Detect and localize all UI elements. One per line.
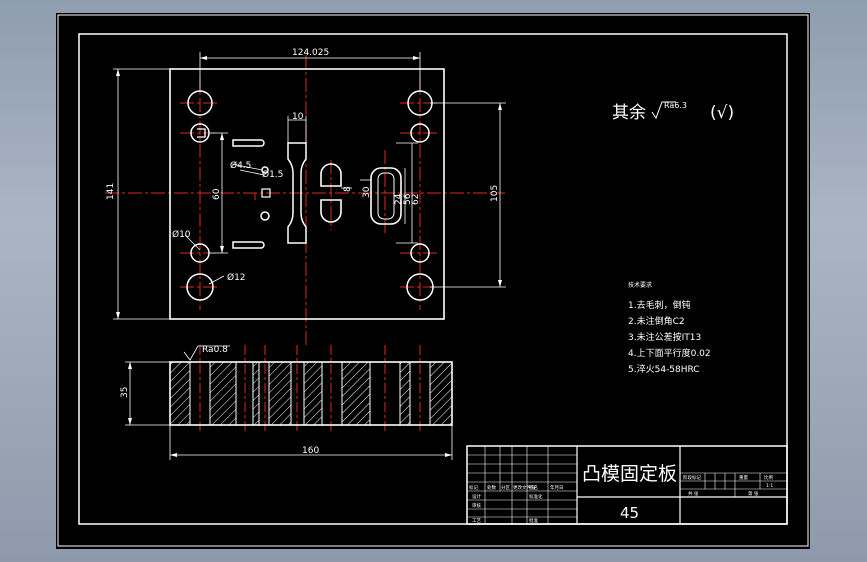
dim-hole-small: Ø4.5 <box>230 160 251 171</box>
punch-rounded-rect <box>370 167 402 225</box>
dim-slot-a: 8 <box>343 186 353 192</box>
svg-text:签名: 签名 <box>529 484 538 491</box>
hole-small-center <box>260 211 270 221</box>
svg-text:批准: 批准 <box>529 517 538 524</box>
svg-text:Ra6.3: Ra6.3 <box>664 101 687 110</box>
material-label: 45 <box>620 504 639 522</box>
svg-text:共 张: 共 张 <box>688 490 699 497</box>
svg-text:标记: 标记 <box>469 484 478 491</box>
dim-hole-small-2: Ø1.5 <box>262 169 283 180</box>
svg-text:工艺: 工艺 <box>472 518 481 524</box>
dim-height-left: 141 <box>106 183 116 200</box>
svg-text:技术要求: 技术要求 <box>628 281 652 289</box>
slot-upper-left <box>232 139 265 147</box>
hole-right-upper-mid <box>410 123 430 143</box>
svg-text:其余: 其余 <box>612 103 646 123</box>
tech-requirement-2: 2.未注倒角C2 <box>628 315 685 327</box>
drawing-title: 凸模固定板 <box>582 463 677 485</box>
dim-slot-e: 62 <box>411 194 421 205</box>
dim-slot-width: 10 <box>292 112 304 122</box>
svg-text:1:1: 1:1 <box>766 483 773 489</box>
svg-text:标准化: 标准化 <box>529 493 543 500</box>
tech-requirement-4: 4.上下面平行度0.02 <box>628 347 711 359</box>
top-view <box>105 55 505 345</box>
dim-section-thickness: 35 <box>120 387 130 398</box>
surface-roughness-note: 其余 Ra6.3 (√) <box>612 101 734 123</box>
dim-slot-d: 56 <box>403 193 413 205</box>
svg-text:分区: 分区 <box>501 484 510 491</box>
svg-text:第 张: 第 张 <box>748 490 759 497</box>
svg-text:审核: 审核 <box>472 502 481 509</box>
svg-text:年月日: 年月日 <box>550 484 564 491</box>
svg-text:更改文件号: 更改文件号 <box>513 484 536 491</box>
svg-text:重量: 重量 <box>739 474 748 481</box>
dim-section-length: 160 <box>302 446 319 456</box>
dim-width-top: 124.025 <box>292 48 329 58</box>
drawing-background <box>56 13 810 549</box>
outer-frame <box>57 14 809 547</box>
dimensions-top-view <box>113 52 506 320</box>
section-view: 35 160 Ra0.8 <box>120 345 453 460</box>
svg-text:比例: 比例 <box>764 474 773 481</box>
svg-text:处数: 处数 <box>487 484 496 491</box>
tech-requirement-1: 1.去毛刺，倒钝 <box>628 299 691 311</box>
hole-right-lower-mid <box>410 243 430 263</box>
dim-slot-b: 30 <box>362 186 372 198</box>
title-block <box>466 445 788 525</box>
tech-requirements: 技术要求 1.去毛刺，倒钝 2.未注倒角C2 3.未注公差按IT13 4.上下面… <box>628 281 711 375</box>
dim-hole-big: Ø12 <box>227 272 246 283</box>
plate-outline <box>169 68 445 320</box>
svg-text:阶段标记: 阶段标记 <box>683 474 701 481</box>
punch-oval-lower <box>320 199 342 223</box>
punch-profile-dogbone <box>287 142 307 244</box>
slot-lower-left <box>232 241 265 249</box>
hole-left-upper-mid <box>190 123 210 143</box>
dim-hole-spacing: 60 <box>212 188 222 200</box>
tech-requirement-5: 5.淬火54-58HRC <box>628 363 700 375</box>
punch-oval-upper <box>320 163 342 187</box>
hole-bottom-left-large <box>186 273 214 301</box>
section-roughness: Ra0.8 <box>202 345 228 355</box>
svg-text:设计: 设计 <box>472 493 481 500</box>
svg-text:(√): (√) <box>710 103 734 123</box>
hole-left-lower-mid <box>190 243 210 263</box>
dim-slot-c: 24 <box>394 193 404 205</box>
tech-requirement-3: 3.未注公差按IT13 <box>628 331 701 343</box>
dim-height-right: 105 <box>490 185 500 202</box>
dim-hole-mid: Ø10 <box>172 229 191 240</box>
inner-frame <box>78 33 788 525</box>
